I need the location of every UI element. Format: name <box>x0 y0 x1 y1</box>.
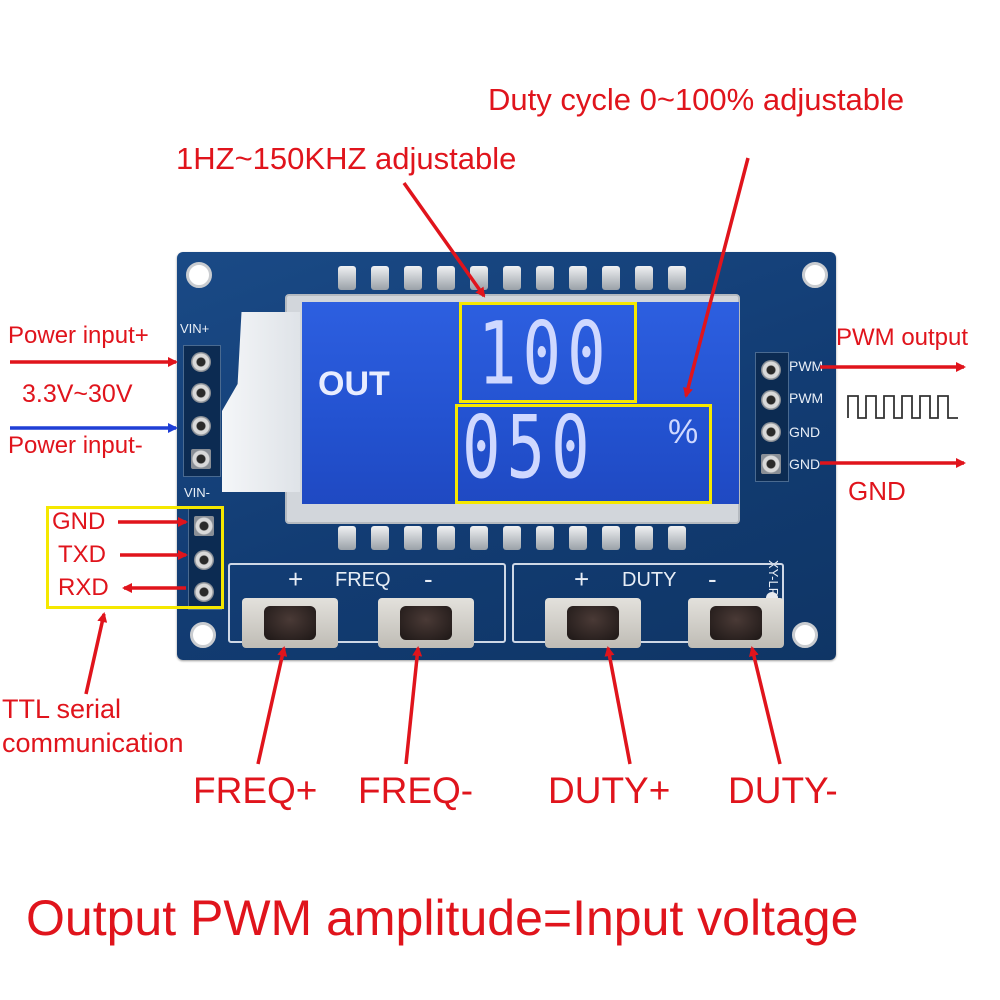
lcd-pin-top <box>569 266 587 290</box>
lcd-pin-bottom <box>371 526 389 550</box>
lcd-pin-bottom <box>470 526 488 550</box>
lcd-pin-top <box>635 266 653 290</box>
lcd-pin-bottom <box>635 526 653 550</box>
lcd-pin-bottom <box>536 526 554 550</box>
duty-minus-arrow <box>749 646 782 765</box>
duty-minus-button-cap <box>710 606 762 640</box>
ttl-serial-annotation-line2: communication <box>2 728 184 758</box>
right-pin-label-1: PWM <box>789 358 824 374</box>
frequency-range-arrow <box>402 181 486 298</box>
duty-minus-annotation: DUTY- <box>728 770 838 811</box>
vin-minus-label: VIN- <box>184 485 210 500</box>
freq-minus-annotation: FREQ- <box>358 770 474 811</box>
serial-pin-rxd <box>194 582 214 602</box>
pwm-waveform <box>847 395 958 419</box>
serial-txd-annotation: TXD <box>58 541 106 568</box>
lcd-pin-bottom <box>503 526 521 550</box>
lcd-duty-digits: 050 <box>462 399 596 500</box>
lcd-pin-top <box>437 266 455 290</box>
lcd-pin-top <box>404 266 422 290</box>
lcd-percent-sign: % <box>668 413 699 451</box>
power-pin-1 <box>191 352 211 372</box>
mount-hole-bottom-right <box>792 622 818 648</box>
serial-highlight-box <box>46 506 224 609</box>
duty-plus-button[interactable] <box>545 598 641 648</box>
duty-section-label: DUTY <box>622 569 677 591</box>
serial-pin-gnd <box>194 516 214 536</box>
freq-minus-sign: - <box>424 564 433 594</box>
lcd-pin-top <box>536 266 554 290</box>
right-pin-label-3: GND <box>789 424 821 440</box>
right-pin-label-4: GND <box>789 456 821 472</box>
freq-plus-annotation: FREQ+ <box>193 770 318 811</box>
ttl-serial-arrow <box>84 612 108 695</box>
lcd-pin-bottom <box>404 526 422 550</box>
lcd-mode-label: OUT <box>318 365 390 403</box>
freq-plus-arrow <box>256 646 288 765</box>
lcd-pin-top <box>668 266 686 290</box>
lcd-pin-bottom <box>569 526 587 550</box>
mount-hole-top-left <box>186 262 212 288</box>
mount-hole-bottom-left <box>190 622 216 648</box>
duty-plus-arrow <box>604 646 632 765</box>
duty-range-annotation: Duty cycle 0~100% adjustable <box>488 82 905 117</box>
freq-minus-button-cap <box>400 606 452 640</box>
frequency-range-annotation: 1HZ~150KHZ adjustable <box>176 141 517 176</box>
duty-range-arrow <box>683 157 750 398</box>
footer-caption: Output PWM amplitude=Input voltage <box>26 890 859 946</box>
lcd-pin-bottom <box>437 526 455 550</box>
power-input-minus-annotation: Power input- <box>8 432 143 459</box>
duty-plus-annotation: DUTY+ <box>548 770 671 811</box>
gnd-output-annotation: GND <box>848 476 906 506</box>
vin-plus-label: VIN+ <box>180 321 210 336</box>
voltage-range-annotation: 3.3V~30V <box>22 380 133 408</box>
freq-minus-arrow <box>404 646 423 765</box>
output-pin-gnd-1 <box>761 422 781 442</box>
ttl-serial-annotation-line1: TTL serial <box>2 694 122 724</box>
lcd-pin-bottom <box>668 526 686 550</box>
freq-section-label: FREQ <box>335 569 391 591</box>
freq-minus-button[interactable] <box>378 598 474 648</box>
serial-gnd-annotation: GND <box>52 508 106 535</box>
lcd-frequency-digits: 100 <box>478 305 612 406</box>
power-input-plus-annotation: Power input+ <box>8 322 149 349</box>
output-pin-gnd-2 <box>761 454 781 474</box>
duty-highlight-box <box>455 404 712 504</box>
freq-plus-button[interactable] <box>242 598 338 648</box>
duty-plus-button-cap <box>567 606 619 640</box>
freq-plus-button-cap <box>264 606 316 640</box>
mount-hole-top-right <box>802 262 828 288</box>
output-pin-pwm-1 <box>761 360 781 380</box>
lcd-pin-top <box>602 266 620 290</box>
duty-plus-sign: + <box>574 564 590 594</box>
lcd-pin-top <box>371 266 389 290</box>
lcd-pin-top <box>503 266 521 290</box>
power-pin-2 <box>191 383 211 403</box>
lcd-pin-bottom <box>602 526 620 550</box>
power-pin-4 <box>191 449 211 469</box>
serial-rxd-annotation: RXD <box>58 574 109 601</box>
lcd-pin-top <box>338 266 356 290</box>
power-pin-3 <box>191 416 211 436</box>
lcd-pin-bottom <box>338 526 356 550</box>
pwm-output-annotation: PWM output <box>836 324 969 351</box>
output-pin-pwm-2 <box>761 390 781 410</box>
freq-plus-sign: + <box>288 564 304 594</box>
duty-minus-button[interactable] <box>688 598 784 648</box>
right-pin-label-2: PWM <box>789 390 824 406</box>
duty-minus-sign: - <box>708 564 717 594</box>
serial-pin-txd <box>194 550 214 570</box>
frequency-highlight-box <box>459 302 637 403</box>
lcd-screen <box>302 302 739 504</box>
freq-section-outline <box>228 563 506 643</box>
